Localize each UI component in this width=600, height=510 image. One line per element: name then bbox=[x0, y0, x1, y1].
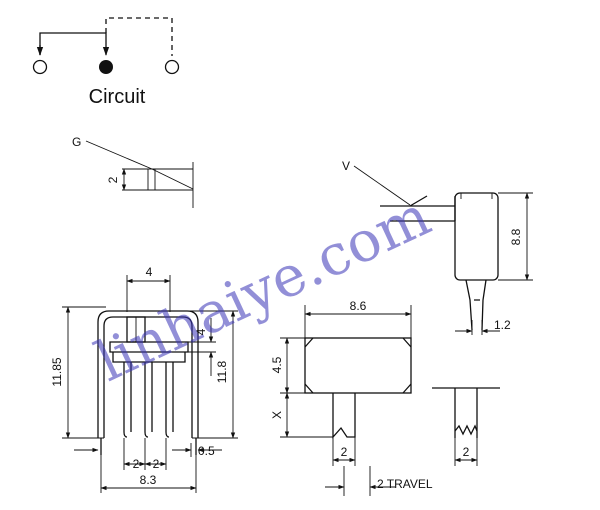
act-width-text: 8.6 bbox=[350, 299, 367, 313]
act-width-ext bbox=[304, 305, 412, 338]
act-body bbox=[304, 337, 412, 394]
front-top-text: 4 bbox=[146, 265, 153, 279]
v-label: V bbox=[342, 159, 350, 173]
g-dim-text: 2 bbox=[106, 176, 120, 183]
front-pitch-ext bbox=[123, 438, 167, 470]
lever-detail: 2 bbox=[432, 387, 500, 466]
terminal-common bbox=[99, 60, 113, 74]
pin-ext bbox=[471, 320, 483, 335]
act-chamfers bbox=[304, 337, 412, 394]
front-left-text: 11.85 bbox=[50, 357, 64, 386]
front-view: 4 11.85 11.8 4 2 2 bbox=[50, 265, 238, 493]
side-view: V 8.8 1.2 bbox=[342, 159, 533, 335]
front-pitch-text-2: 2 bbox=[153, 457, 160, 471]
act-height-text: 4.5 bbox=[270, 356, 284, 373]
front-pin-right bbox=[165, 362, 174, 438]
g-diagonal bbox=[151, 168, 194, 190]
watermark: linhaiye.com bbox=[86, 184, 440, 395]
g-outline bbox=[122, 162, 194, 208]
front-pin-center bbox=[144, 362, 153, 438]
front-leg-ends bbox=[100, 438, 197, 455]
front-frame-outer bbox=[97, 310, 199, 438]
side-height-text: 8.8 bbox=[509, 228, 523, 245]
g-label: G bbox=[72, 135, 81, 149]
top-view: G 2 bbox=[72, 135, 194, 208]
g-leader bbox=[85, 140, 153, 170]
v-actuator-tip bbox=[409, 195, 428, 207]
act-x-text: X bbox=[270, 411, 284, 419]
side-notch bbox=[460, 193, 493, 199]
side-body bbox=[454, 192, 499, 281]
front-frame-inner bbox=[103, 316, 193, 438]
actuator-view: 8.6 4.5 X 2 2 TRAVEL bbox=[270, 299, 433, 496]
v-leader bbox=[353, 165, 411, 206]
circuit-diagram: Circuit bbox=[32, 17, 180, 108]
circuit-dashed-path bbox=[105, 17, 173, 56]
front-pitch-text-1: 2 bbox=[133, 457, 140, 471]
travel-text: 2 TRAVEL bbox=[377, 477, 433, 491]
front-width-text: 8.3 bbox=[140, 473, 157, 487]
circuit-title: Circuit bbox=[89, 86, 146, 108]
act-lever bbox=[332, 393, 356, 439]
front-housing-bottom bbox=[112, 352, 186, 363]
front-slot-text: 4 bbox=[194, 328, 208, 335]
front-pin-left bbox=[123, 362, 132, 438]
terminal-left bbox=[32, 59, 48, 75]
front-pinw-text: 0.5 bbox=[198, 444, 215, 458]
act-height-ext bbox=[280, 337, 333, 438]
front-left-ext bbox=[62, 306, 106, 439]
pin-dim-text: 1.2 bbox=[494, 318, 511, 332]
circuit-solid-path bbox=[39, 32, 110, 56]
travel-ext bbox=[343, 466, 371, 496]
terminal-right bbox=[164, 59, 180, 75]
g-slot bbox=[147, 169, 193, 191]
act-lever-text: 2 bbox=[341, 445, 348, 459]
detail-dim-text: 2 bbox=[463, 445, 470, 459]
side-pin bbox=[465, 279, 487, 331]
front-right-text: 11.8 bbox=[215, 360, 229, 383]
detail-sides bbox=[454, 388, 478, 438]
detail-break bbox=[454, 424, 478, 436]
